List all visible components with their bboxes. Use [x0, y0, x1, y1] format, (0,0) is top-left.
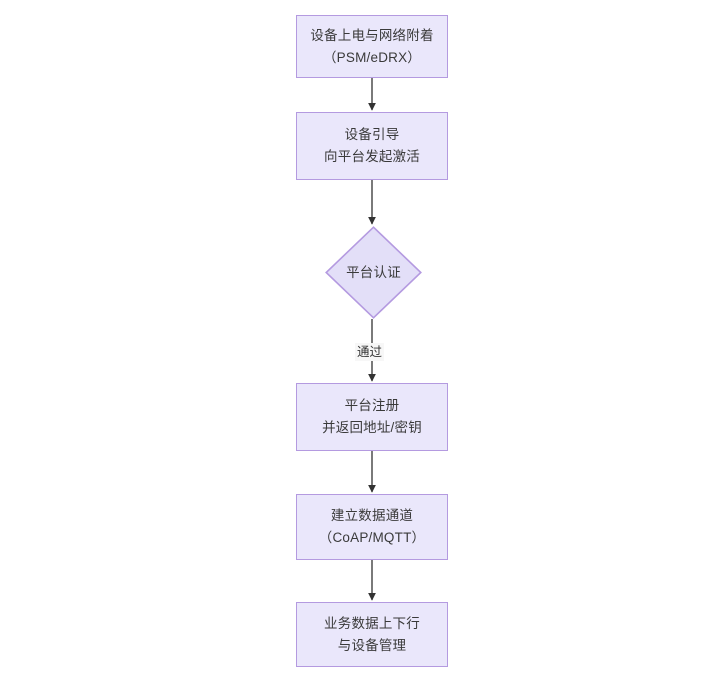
- node-power-on-label: 设备上电与网络附着 （PSM/eDRX）: [310, 27, 434, 65]
- node-platform-register-label: 平台注册 并返回地址/密钥: [322, 398, 422, 435]
- edge-label-pass: 通过: [355, 343, 385, 361]
- node-bootstrap-label: 设备引导 向平台发起激活: [324, 127, 420, 164]
- node-bootstrap[interactable]: 设备引导 向平台发起激活: [296, 112, 448, 180]
- node-service-data-label: 业务数据上下行 与设备管理: [324, 615, 420, 653]
- node-platform-auth-label: 平台认证: [346, 264, 401, 280]
- node-platform-register[interactable]: 平台注册 并返回地址/密钥: [296, 383, 448, 451]
- node-data-channel[interactable]: 建立数据通道 （CoAP/MQTT）: [296, 494, 448, 560]
- node-power-on[interactable]: 设备上电与网络附着 （PSM/eDRX）: [296, 15, 448, 78]
- node-platform-auth[interactable]: 平台认证: [325, 226, 422, 319]
- node-service-data[interactable]: 业务数据上下行 与设备管理: [296, 602, 448, 667]
- diamond-shape: [325, 226, 422, 319]
- node-data-channel-label: 建立数据通道 （CoAP/MQTT）: [318, 508, 426, 545]
